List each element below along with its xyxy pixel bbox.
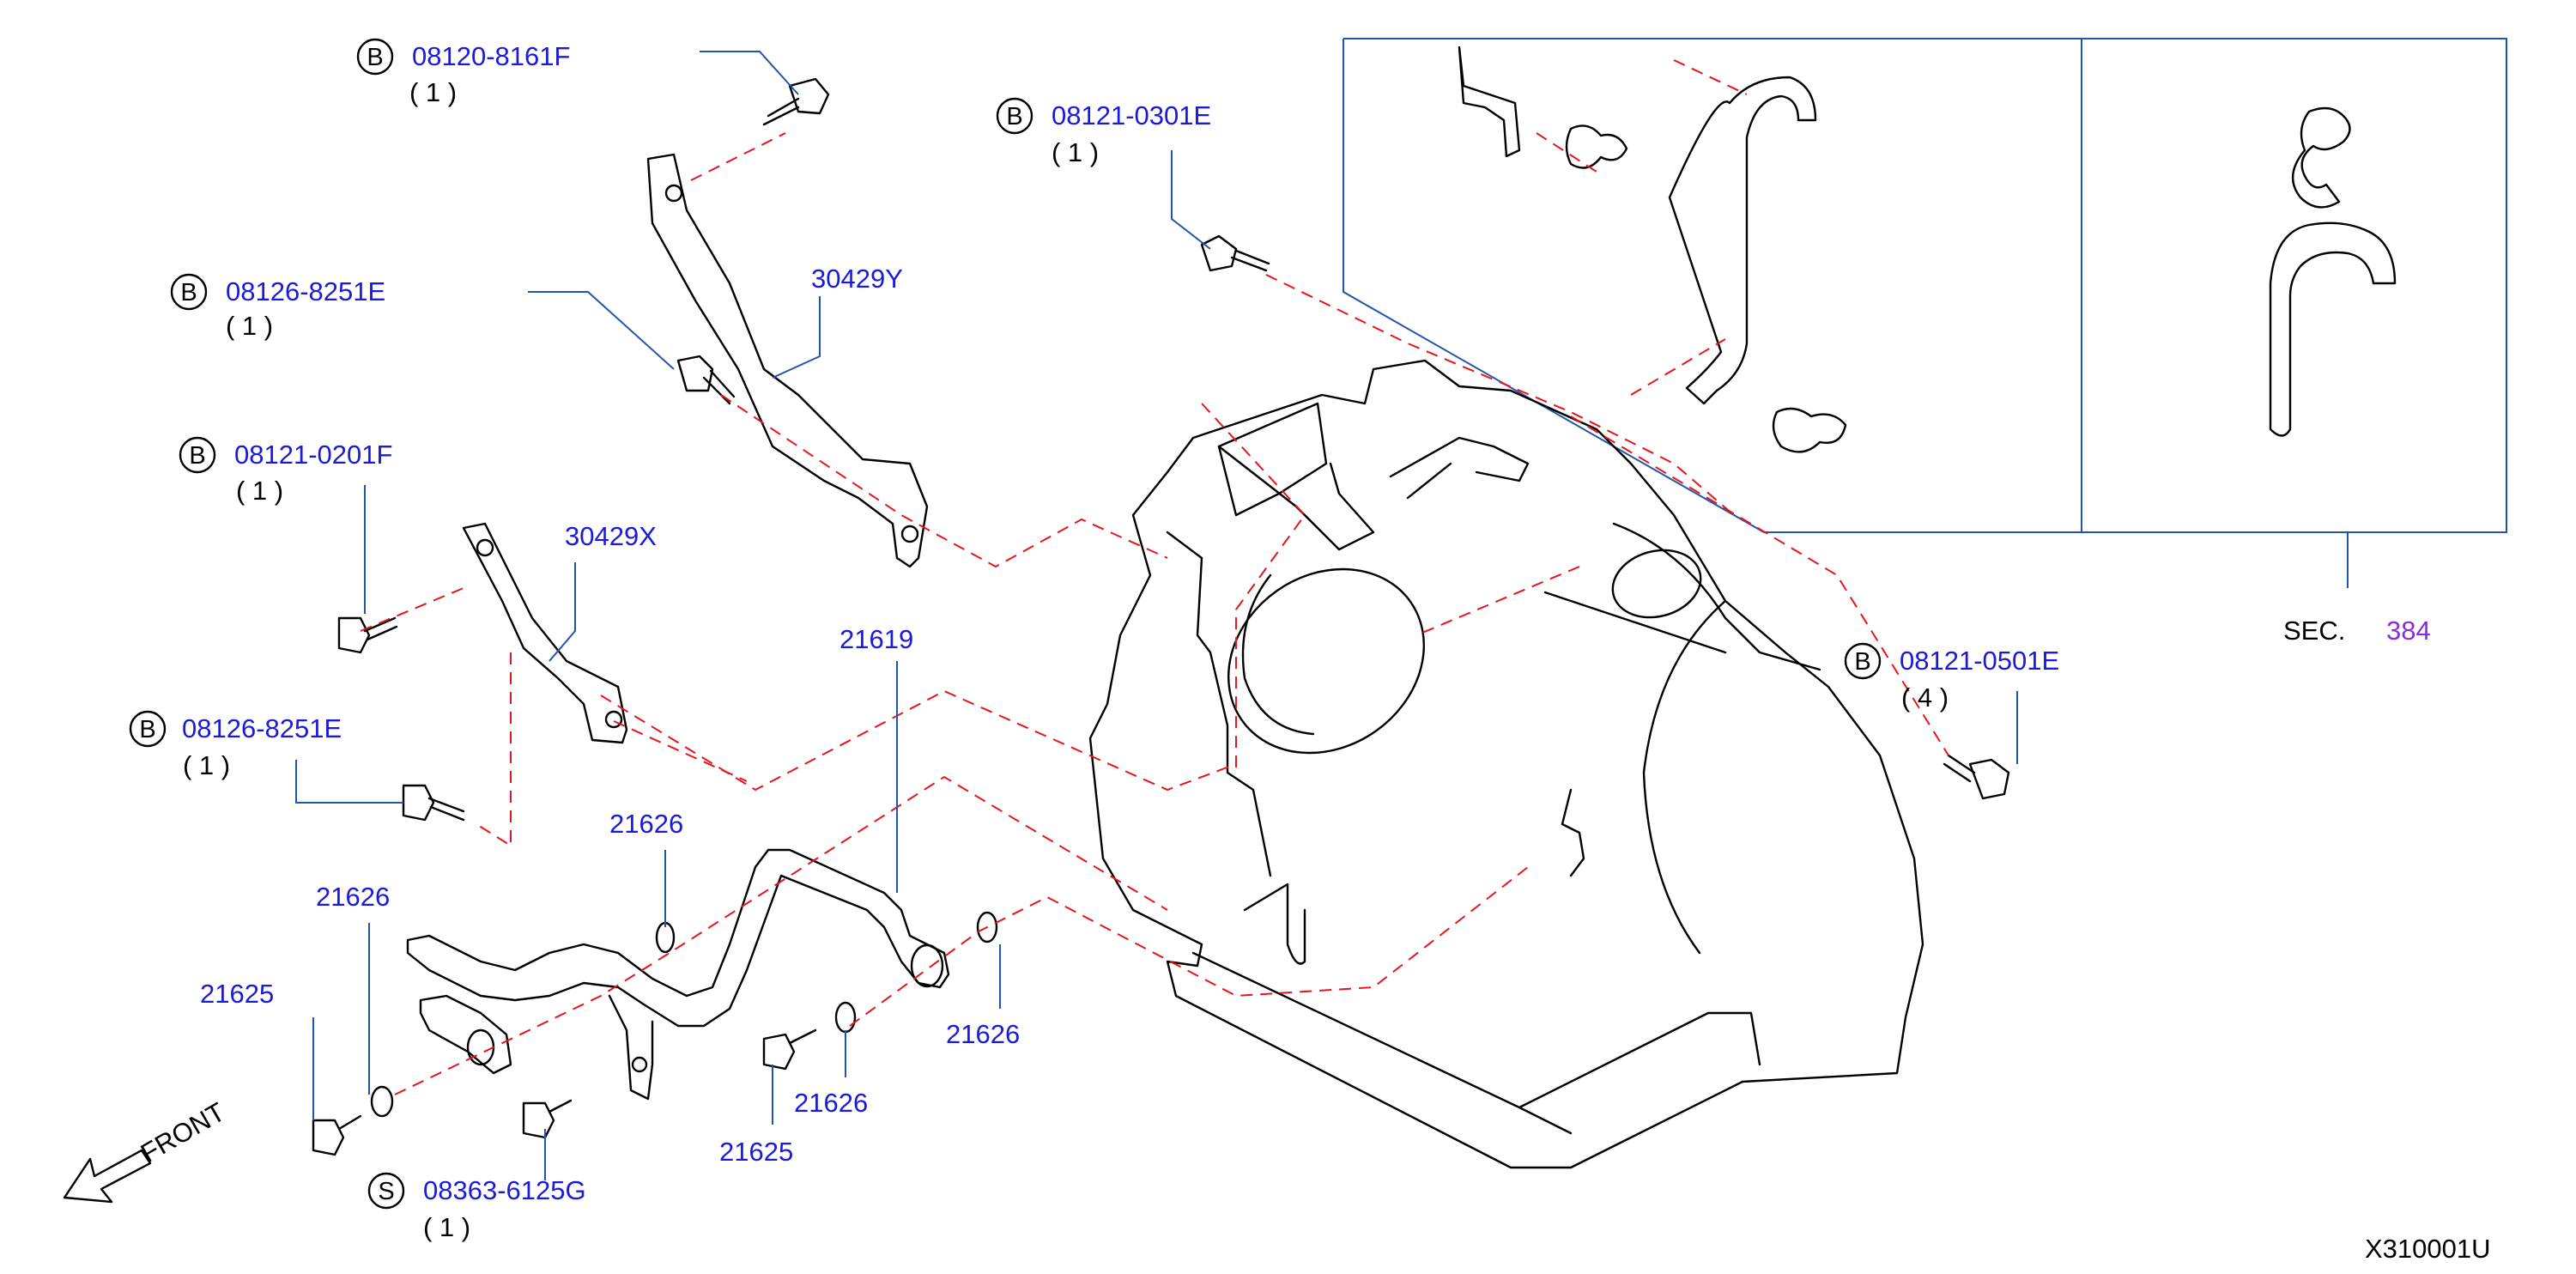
inset-parts (1458, 46, 2397, 453)
callout-badge (996, 97, 1033, 135)
part-number-label[interactable]: 08120-8161F (412, 41, 570, 71)
quantity-label: ( 1 ) (183, 750, 230, 780)
callout-letter: B (139, 716, 155, 743)
callout-c7[interactable]: S 08363-6125G ( 1 ) (367, 1172, 586, 1242)
inset-frame (1343, 38, 2507, 588)
part-label-21626-b[interactable]: 21626 (316, 882, 390, 912)
callout-c5[interactable]: B 08121-0301E ( 1 ) (996, 97, 1211, 167)
part-label-21625-a[interactable]: 21625 (200, 979, 274, 1009)
quantity-label: ( 4 ) (1901, 682, 1949, 713)
part-number-label[interactable]: 08121-0201F (234, 440, 392, 470)
quantity-label: ( 1 ) (226, 311, 273, 341)
callout-badge (1844, 642, 1882, 680)
leader-lines (295, 51, 2018, 1180)
part-number-label[interactable]: 08363-6125G (423, 1175, 586, 1205)
callout-c4[interactable]: B 08126-8251E ( 1 ) (129, 710, 342, 780)
quantity-label: ( 1 ) (423, 1212, 470, 1242)
part-number-label[interactable]: 08121-0301E (1052, 100, 1211, 130)
callout-letter: B (189, 442, 205, 470)
callout-badge (170, 273, 208, 311)
callout-badge (367, 1172, 405, 1210)
callout-badge (129, 710, 167, 748)
callout-badge (179, 436, 216, 474)
transmission-case (1088, 359, 1924, 1169)
callout-letter: B (180, 279, 197, 306)
callout-c2[interactable]: B 08126-8251E ( 1 ) (170, 273, 385, 341)
quantity-label: ( 1 ) (409, 77, 457, 107)
tube-assembly (406, 848, 950, 1101)
brackets (462, 153, 929, 744)
callout-letter: B (1006, 103, 1022, 130)
callout-c6[interactable]: B 08121-0501E ( 4 ) (1844, 642, 2059, 713)
hardware (312, 77, 2010, 1156)
part-number-label[interactable]: 08126-8251E (182, 713, 342, 743)
part-label-30429y[interactable]: 30429Y (811, 264, 903, 294)
front-label: FRONT (136, 1096, 230, 1168)
callout-letter: B (1854, 648, 1870, 676)
callout-letter: S (378, 1178, 394, 1205)
callout-c3[interactable]: B 08121-0201F ( 1 ) (179, 436, 392, 506)
callout-badge (356, 38, 394, 76)
part-label-21626-c[interactable]: 21626 (946, 1019, 1020, 1049)
dashed-alignment-lines (360, 59, 1949, 1095)
callout-c1[interactable]: B 08120-8161F ( 1 ) (356, 38, 570, 107)
part-label-21626-d[interactable]: 21626 (794, 1088, 868, 1118)
part-number-label[interactable]: 08126-8251E (226, 276, 385, 306)
section-reference[interactable]: SEC. 384 (2283, 616, 2431, 646)
quantity-label: ( 1 ) (1052, 137, 1099, 167)
callout-letter: B (367, 44, 383, 71)
part-label-21625-b[interactable]: 21625 (719, 1137, 793, 1167)
section-prefix: SEC. (2283, 616, 2345, 646)
part-number-label[interactable]: 08121-0501E (1900, 646, 2059, 676)
section-link[interactable]: 384 (2386, 616, 2431, 646)
part-label-21626-a[interactable]: 21626 (609, 809, 683, 839)
part-label-21619[interactable]: 21619 (839, 624, 913, 654)
diagram-id: X310001U (2365, 1234, 2491, 1264)
quantity-label: ( 1 ) (236, 476, 283, 506)
part-label-30429x[interactable]: 30429X (565, 521, 657, 551)
front-arrow (63, 1149, 152, 1204)
